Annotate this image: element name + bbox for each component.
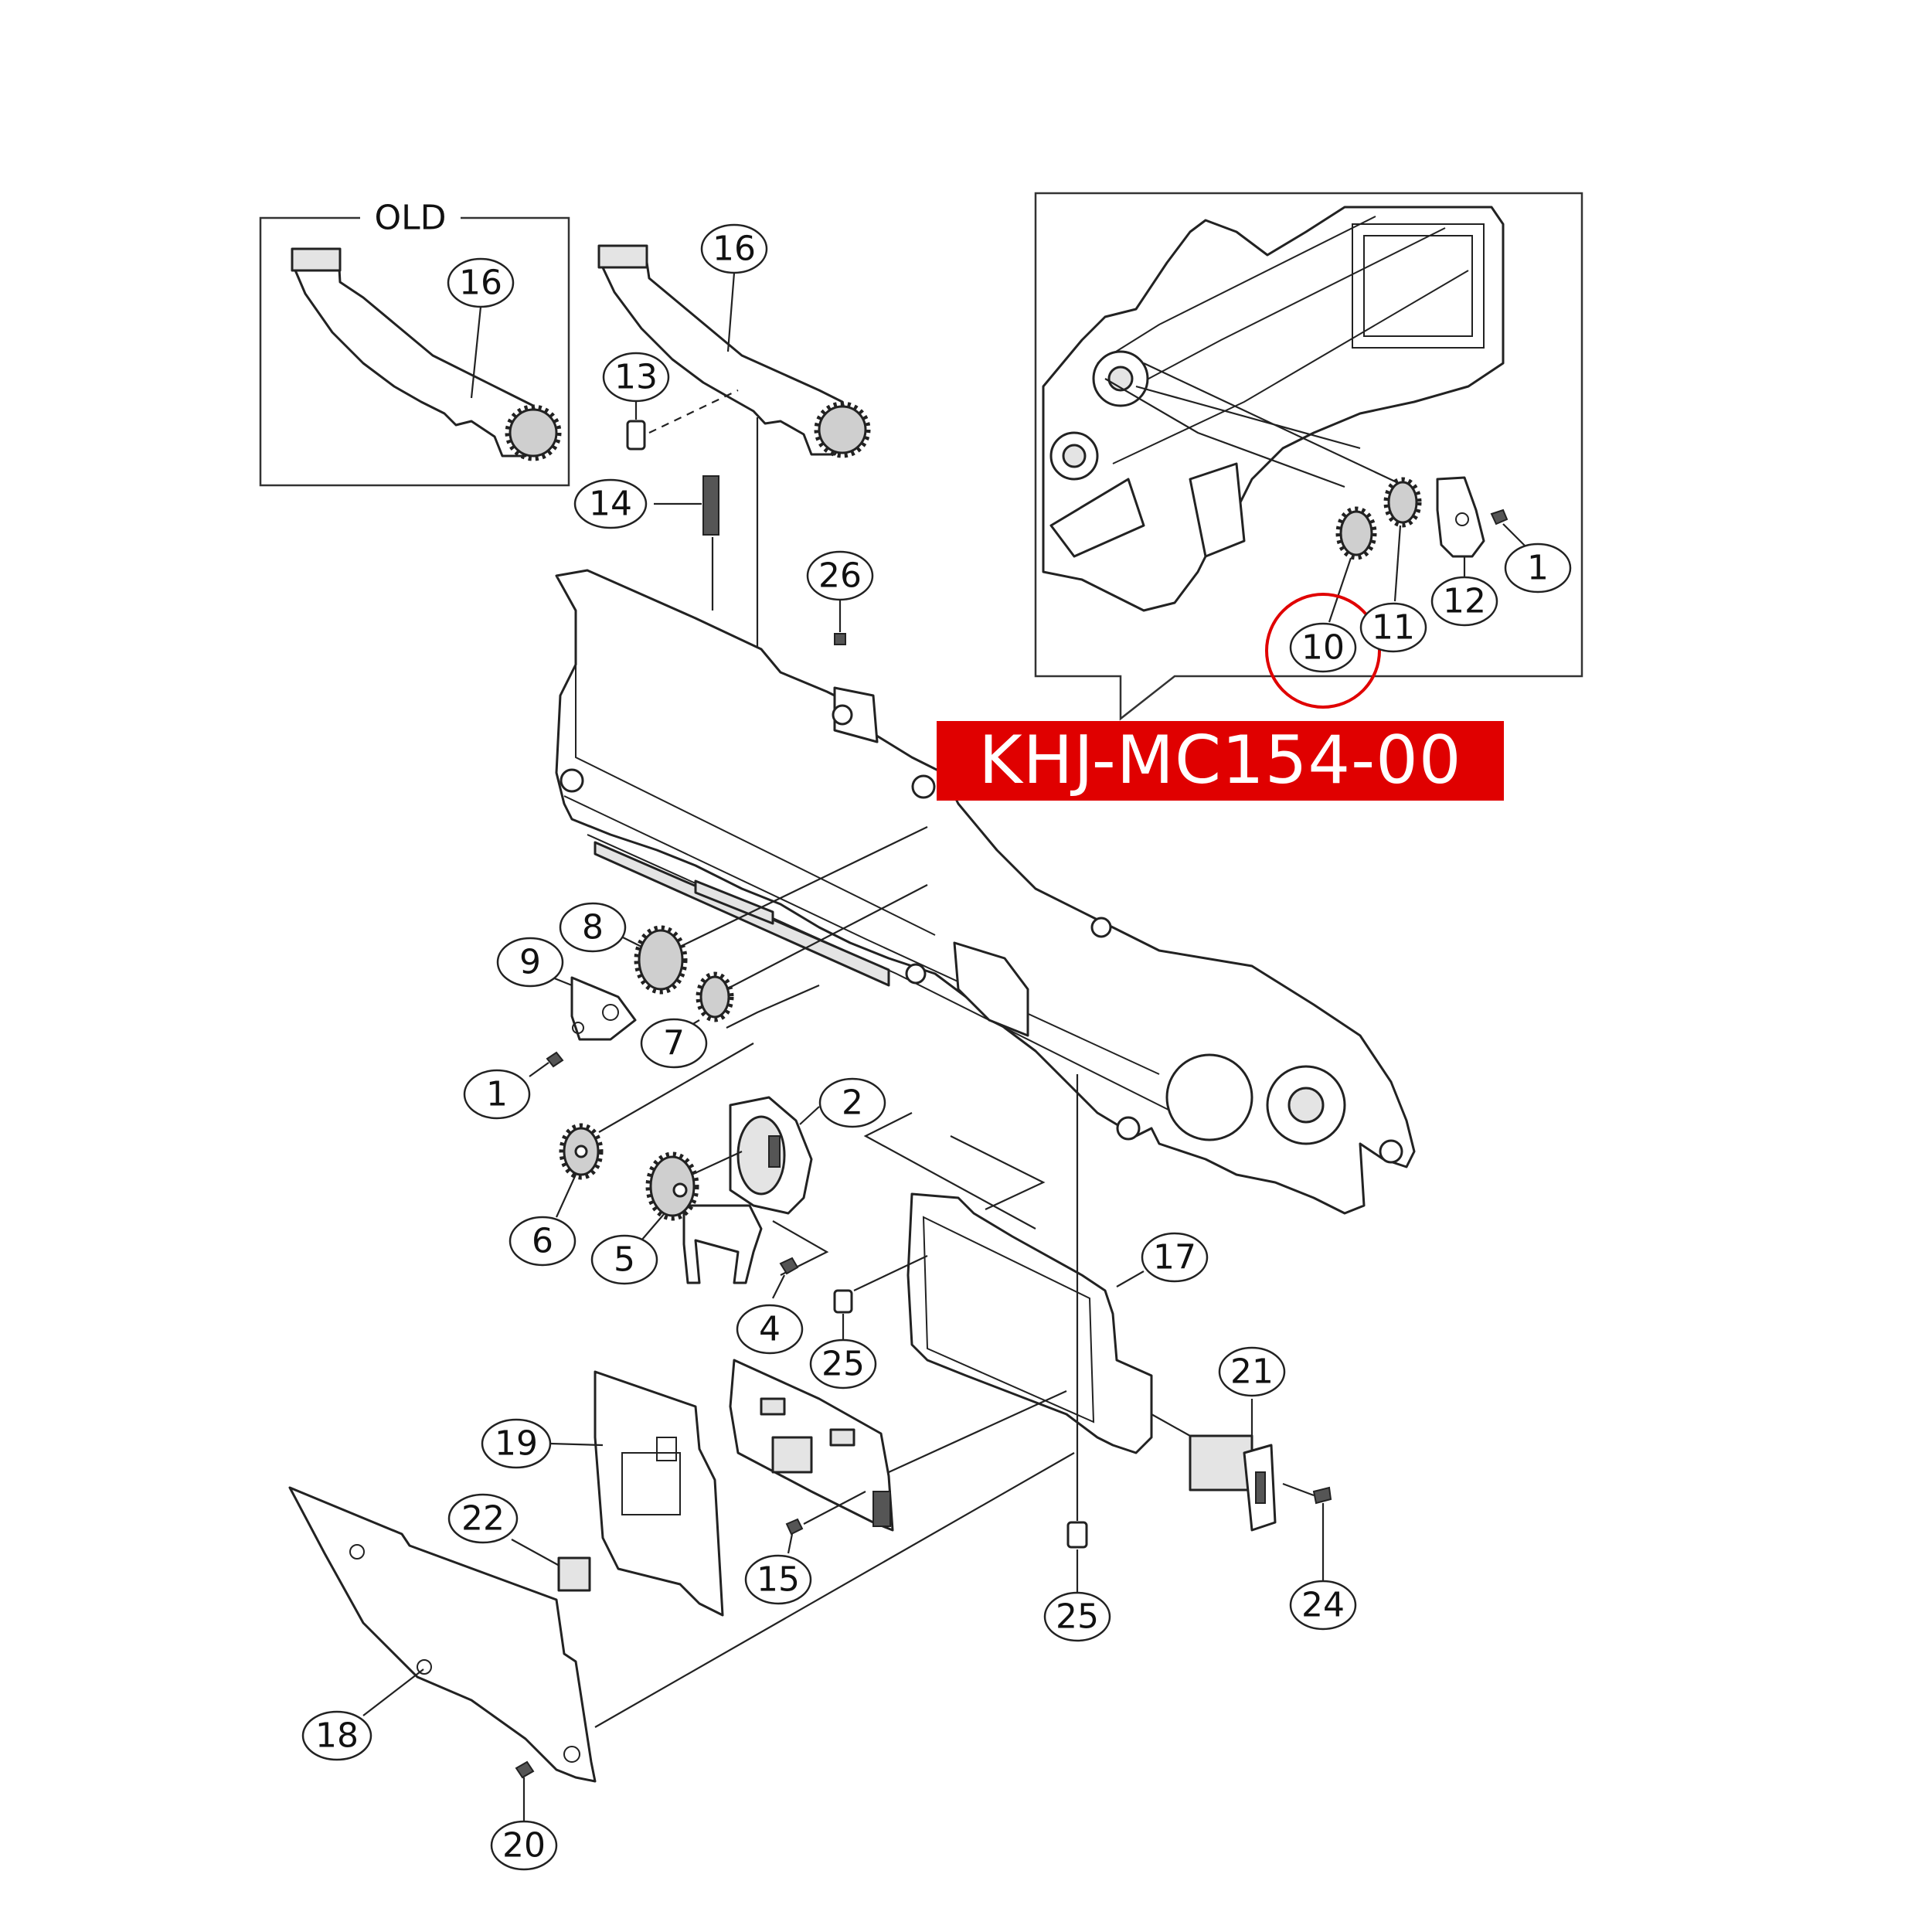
pin [626,420,646,451]
svg-text:1: 1 [486,1075,508,1114]
lever-arm [597,246,852,456]
svg-text:24: 24 [1301,1586,1345,1625]
screw-15 [785,1518,804,1536]
base-bracket [906,1192,1153,1454]
callout-20: 20 [490,1820,558,1871]
svg-text:14: 14 [589,485,632,524]
screw-4 [779,1257,799,1275]
svg-text:15: 15 [757,1560,800,1600]
svg-text:25: 25 [1056,1597,1099,1637]
screw-1-left [546,1051,564,1068]
callout-1-right: 1 [1504,543,1572,594]
svg-text:19: 19 [495,1424,538,1464]
lever-grip [597,244,648,269]
svg-text:5: 5 [614,1240,635,1280]
svg-text:13: 13 [614,358,658,397]
svg-text:11: 11 [1372,608,1415,648]
svg-text:4: 4 [759,1310,781,1349]
old-callout-16: 16 [447,257,515,308]
callout-16: 16 [700,223,768,274]
svg-text:1: 1 [1527,549,1549,588]
callout-8: 8 [559,902,627,953]
callout-18: 18 [301,1710,372,1761]
inset-screw-1 [1490,509,1509,526]
callout-7: 7 [640,1018,708,1069]
connector-housing [1189,1434,1253,1492]
connector-assembly: 21 24 [1151,1346,1357,1631]
screw-24 [1312,1486,1332,1505]
left-gear-train: 8 9 1 7 [463,826,928,1133]
callout-19: 19 [481,1418,552,1469]
callout-5: 5 [590,1234,658,1285]
side-cover [288,1486,597,1783]
motor-label [768,1135,781,1168]
svg-text:16: 16 [713,230,756,269]
callout-1-left: 1 [463,1069,531,1120]
callout-10: 10 [1289,622,1357,673]
callout-25-lower: 25 [1043,1591,1111,1642]
svg-text:7: 7 [663,1024,685,1063]
callout-12: 12 [1430,576,1498,627]
svg-text:2: 2 [842,1083,863,1123]
screw-25-upper [833,1289,853,1314]
old-lever-arm [291,250,543,457]
inset-plate-12 [1436,476,1485,558]
old-lever-grip [291,247,342,272]
svg-text:18: 18 [315,1716,359,1756]
callout-15: 15 [744,1554,812,1605]
callout-6: 6 [509,1216,577,1267]
svg-text:12: 12 [1443,582,1486,621]
feeder-frame: 26 [555,550,1416,1215]
svg-text:22: 22 [461,1499,505,1539]
screw-20 [515,1760,535,1779]
pcb-assembly: 15 [729,1359,1067,1605]
svg-text:20: 20 [502,1826,546,1866]
insulation-sheet-assembly: 19 [481,1370,724,1617]
insulation-sheet [594,1370,724,1617]
callout-11: 11 [1359,602,1427,653]
detail-inset: 10 11 12 1 [1034,192,1583,721]
base-bracket-assembly: 17 25 25 [809,1074,1209,1642]
old-label: OLD [374,199,446,238]
svg-text:10: 10 [1301,628,1345,668]
screw-25-lower [1066,1521,1088,1549]
frame-sprocket-housing [1165,1053,1253,1141]
lever-assembly: 16 13 14 [573,223,871,747]
highlight-circle-10 [1265,593,1381,709]
old-variant-box: OLD 16 [259,199,570,487]
callout-14: 14 [573,478,648,529]
pcb-chip [771,1436,813,1474]
callout-4: 4 [736,1304,804,1355]
screw-26-part [834,633,846,645]
svg-text:8: 8 [582,908,604,947]
label-sticker [557,1556,591,1592]
svg-text:9: 9 [519,943,541,982]
pcb-connector [872,1491,891,1527]
callout-17: 17 [1141,1232,1209,1283]
part-number-banner: KHJ-MC154-00 [937,721,1504,801]
callout-22: 22 [447,1493,519,1544]
svg-text:21: 21 [1230,1352,1274,1392]
svg-text:26: 26 [818,556,862,596]
side-cover-assembly: 22 18 20 [288,1452,1075,1871]
callout-26: 26 [806,550,874,601]
callout-21: 21 [1218,1346,1286,1397]
callout-24: 24 [1289,1580,1357,1631]
svg-text:6: 6 [532,1222,553,1261]
callout-9: 9 [496,937,564,988]
svg-text:17: 17 [1153,1238,1196,1277]
inset-feeder-detail [1042,206,1505,612]
spring [702,475,719,536]
frame-window [953,941,1029,1037]
callout-13: 13 [602,352,670,403]
motor-flex-cable [682,1204,763,1284]
svg-text:25: 25 [821,1345,865,1384]
tape-slot [594,841,890,987]
motor-assembly: 2 6 5 4 [509,1077,886,1355]
callout-25-upper: 25 [809,1338,877,1389]
svg-text:16: 16 [459,264,502,303]
callout-2: 2 [818,1077,886,1128]
